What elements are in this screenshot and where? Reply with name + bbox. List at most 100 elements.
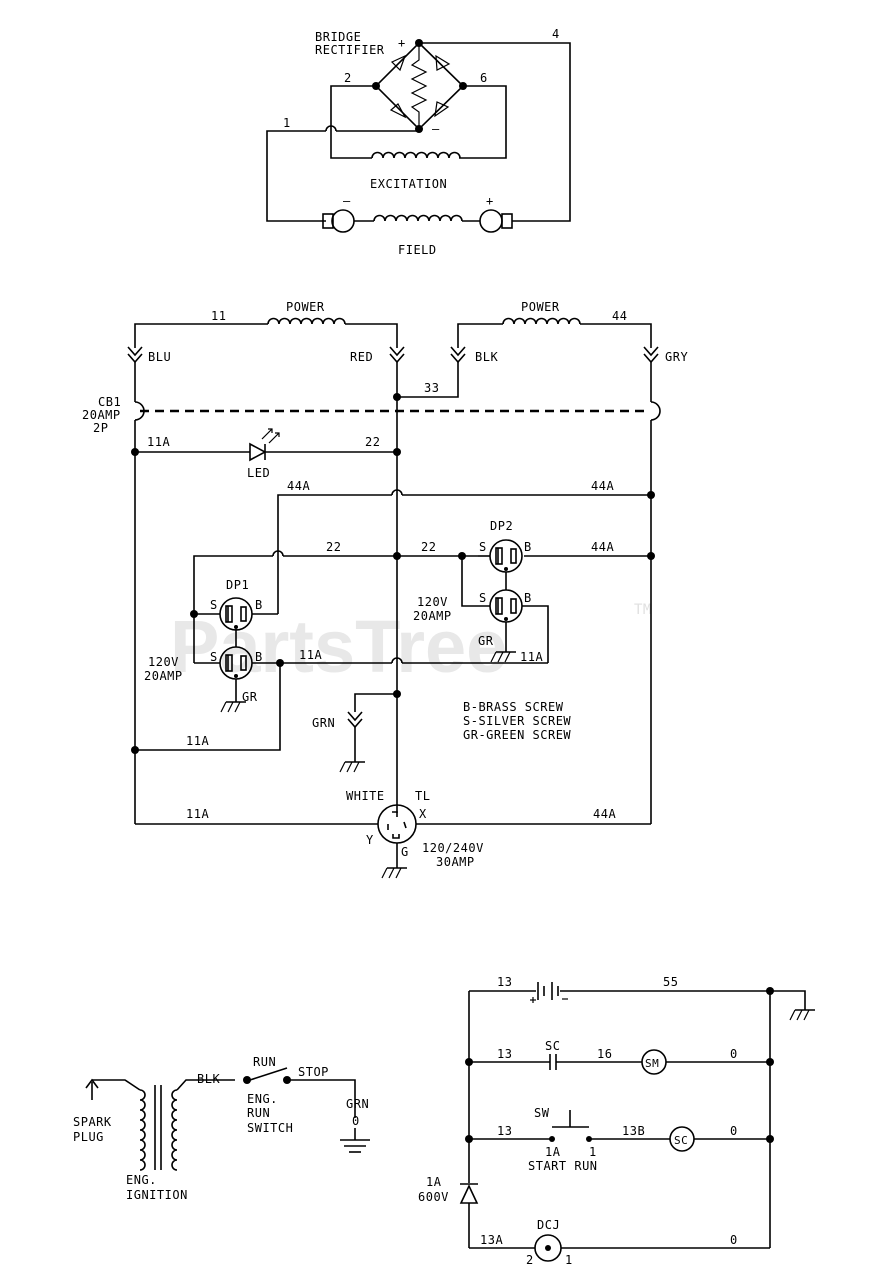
connector-gry (643, 346, 659, 364)
white-label: WHITE (346, 789, 385, 803)
wire-13-c: 13 (497, 1124, 512, 1138)
dp1-label: DP1 (226, 578, 249, 592)
eng-run-switch-1: ENG. (247, 1092, 278, 1106)
stop-label: STOP (298, 1065, 329, 1079)
sc-contact-label: SC (545, 1039, 560, 1053)
cb1-rating: 20AMP (82, 408, 121, 422)
bridge-rectifier (372, 39, 467, 133)
run-label: RUN (253, 1055, 276, 1069)
dp2-rating-a: 20AMP (413, 609, 452, 623)
section-power-receptacles: POWER 11 POWER 44 BLU RED BLK GRY 33 (82, 300, 688, 879)
tl-y: Y (366, 833, 374, 847)
wire-11a-lower: 11A (186, 734, 209, 748)
eng-run-switch-3: SWITCH (247, 1121, 293, 1135)
legend-brass: B-BRASS SCREW (463, 700, 564, 714)
excitation-label: EXCITATION (370, 177, 447, 191)
wire-1-label: 1 (283, 116, 291, 130)
dp2-rating-v: 120V (417, 595, 448, 609)
field-plus: + (486, 194, 494, 208)
wire-13a: 13A (480, 1233, 503, 1247)
power-left-label: POWER (286, 300, 325, 314)
cb1-label: CB1 (98, 395, 121, 409)
wire-16: 16 (597, 1047, 612, 1061)
zero-b: 0 (730, 1124, 738, 1138)
legend-green: GR-GREEN SCREW (463, 728, 571, 742)
wire-55: 55 (663, 975, 678, 989)
wire-44a-bottom: 44A (593, 807, 616, 821)
dp2-label: DP2 (490, 519, 513, 533)
legend-silver: S-SILVER SCREW (463, 714, 571, 728)
zero-a: 0 (730, 1047, 738, 1061)
wire-4-label: 4 (552, 27, 560, 41)
sc-label: SC (674, 1134, 688, 1147)
led (249, 428, 280, 462)
dp1-rating-a: 20AMP (144, 669, 183, 683)
zero-c: 0 (730, 1233, 738, 1247)
wire-13-a: 13 (497, 975, 512, 989)
watermark-tm: TM (634, 602, 652, 618)
diode-1a (459, 1183, 479, 1204)
wire-44a-dp2: 44A (591, 540, 614, 554)
dp2-b-top: B (524, 540, 532, 554)
battery (530, 982, 568, 1003)
dp1-b-bottom: B (255, 650, 263, 664)
power-coil-right (502, 317, 581, 325)
spark-label: SPARK (73, 1115, 112, 1129)
gry-label: GRY (665, 350, 688, 364)
connector-red (389, 346, 405, 364)
wire-13-b: 13 (497, 1047, 512, 1061)
dp1-s-top: S (210, 598, 218, 612)
blu-label: BLU (148, 350, 171, 364)
start-run-label: START RUN (528, 1159, 598, 1173)
power-coil-left (267, 317, 346, 325)
tl-g: G (401, 845, 409, 859)
ignition-secondary-coil (171, 1089, 178, 1171)
excitation-coil (371, 151, 461, 159)
tl-x: X (419, 807, 427, 821)
dp1-rating-v: 120V (148, 655, 179, 669)
dp1-gr: GR (242, 690, 258, 704)
grn-label: GRN (312, 716, 335, 730)
dp2-s-top: S (479, 540, 487, 554)
field-label: FIELD (398, 243, 437, 257)
dp2-b-bottom: B (524, 591, 532, 605)
connector-blu (127, 346, 143, 364)
diode-a: 1A (426, 1175, 442, 1189)
tl-receptacle (377, 804, 417, 879)
cb1-poles: 2P (93, 421, 108, 435)
wire-1a: 1A (545, 1145, 561, 1159)
section-starter: 13 55 SM 13 SC 16 0 SC 13 SW 1A 1 (418, 975, 815, 1267)
tl-rating-v: 120/240V (422, 841, 484, 855)
dp1-b-top: B (255, 598, 263, 612)
power-right-label: POWER (521, 300, 560, 314)
dp2-gr: GR (478, 634, 494, 648)
tl-rating-a: 30AMP (436, 855, 475, 869)
led-label: LED (247, 466, 270, 480)
wire-11a-bottom: 11A (186, 807, 209, 821)
connector-blk (450, 346, 466, 364)
field-minus: – (343, 194, 351, 208)
blk-label-ign: BLK (197, 1072, 220, 1086)
wire-13b: 13B (622, 1124, 645, 1138)
dcj-pin-1: 1 (565, 1253, 573, 1267)
tl-label: TL (415, 789, 430, 803)
wire-22-led: 22 (365, 435, 380, 449)
wire-22-a: 22 (326, 540, 341, 554)
wire-11a-dp2: 11A (520, 650, 543, 664)
plus-mark: + (398, 36, 406, 50)
dcj-label: DCJ (537, 1218, 560, 1232)
diode-v: 600V (418, 1190, 449, 1204)
wire-11-label: 11 (211, 309, 226, 323)
plug-label: PLUG (73, 1130, 104, 1144)
dcj-pin-2: 2 (526, 1253, 534, 1267)
wire-11a-mid: 11A (299, 648, 322, 662)
bridge-label-2: RECTIFIER (315, 43, 385, 57)
sm-label: SM (645, 1057, 659, 1070)
wire-6-label: 6 (480, 71, 488, 85)
wire-44a-top-right: 44A (591, 479, 614, 493)
section-field-excitation: BRIDGE RECTIFIER + – 4 2 6 EXCITATION 1 (266, 27, 571, 257)
dp1-s-bottom: S (210, 650, 218, 664)
circuit-breaker-cb1 (134, 401, 661, 428)
bridge-label-1: BRIDGE (315, 30, 361, 44)
